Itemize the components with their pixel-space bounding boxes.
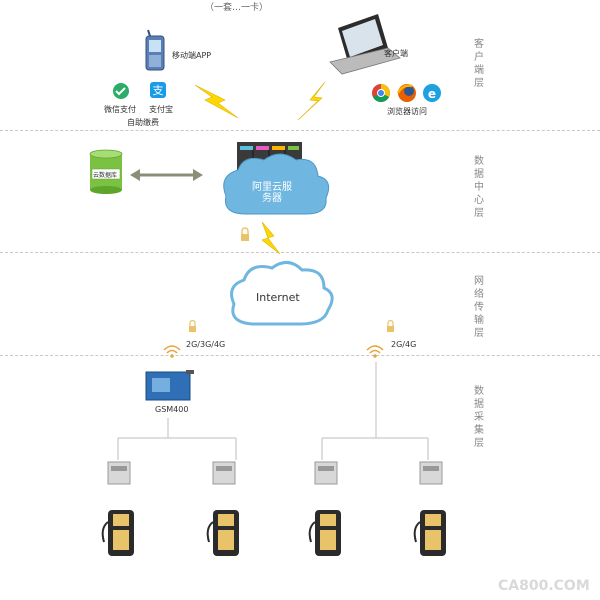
database-label: 云数据库 <box>93 172 118 179</box>
client-end-label: 客户端 <box>384 49 408 58</box>
gsm400-label: GSM400 <box>155 405 189 414</box>
watermark: CA800.COM <box>498 578 590 594</box>
meter-icon-1 <box>107 461 131 485</box>
self-pay-label: 自助缴费 <box>127 118 159 127</box>
layer-divider-3 <box>0 355 600 356</box>
meter-icon-3 <box>314 461 338 485</box>
left-signal-label: 2G/3G/4G <box>186 340 226 349</box>
svg-text:支: 支 <box>153 84 164 97</box>
chrome-icon <box>372 84 390 102</box>
svg-text:e: e <box>428 87 436 101</box>
cloud-server-label: 阿里云服 务器 <box>252 182 292 204</box>
wechat-pay-icon <box>113 83 129 99</box>
lock-icon-datacenter <box>241 227 249 241</box>
layer-label-client: 客户端层 <box>474 39 484 89</box>
charger-icon-1 <box>101 510 134 556</box>
wechat-pay-label: 微信支付 <box>104 105 136 114</box>
meter-icon-4 <box>419 461 443 485</box>
alipay-icon: 支 <box>150 82 166 98</box>
gsm400-gateway-icon <box>145 370 194 401</box>
ie-icon: e <box>423 84 441 102</box>
wifi-icon-left <box>163 345 181 358</box>
right-signal-label: 2G/4G <box>391 340 417 349</box>
firefox-icon <box>396 84 416 102</box>
alipay-label: 支付宝 <box>149 105 173 114</box>
header-partial-text: （一套…一卡） <box>205 3 269 13</box>
layer-divider-1 <box>0 130 600 131</box>
connection-lines <box>117 362 429 460</box>
lock-icon-right <box>387 319 394 332</box>
double-arrow-icon <box>130 169 203 181</box>
laptop-icon <box>329 14 401 75</box>
internet-cloud-icon <box>230 261 334 326</box>
mobile-phone-icon <box>145 29 165 71</box>
mobile-app-label: 移动端APP <box>172 51 212 60</box>
charger-icon-4 <box>413 510 446 556</box>
lock-icon-left <box>189 319 196 332</box>
layer-label-acquisition: 数据采集层 <box>474 386 484 449</box>
layer-divider-2 <box>0 252 600 253</box>
internet-label: Internet <box>256 291 300 304</box>
lightning-right-icon <box>297 81 326 121</box>
layer-label-datacenter: 数据中心层 <box>474 156 484 219</box>
wifi-icon-right <box>366 345 384 358</box>
charger-icon-2 <box>206 510 239 556</box>
lightning-left-icon <box>194 84 239 119</box>
lightning-center-icon <box>261 221 281 255</box>
charger-icon-3 <box>308 510 341 556</box>
database-icon <box>89 149 123 194</box>
meter-icon-2 <box>212 461 236 485</box>
layer-label-network: 网络传输层 <box>474 276 484 339</box>
browser-access-label: 浏览器访问 <box>387 107 427 116</box>
cloud-server-icon <box>223 153 330 215</box>
